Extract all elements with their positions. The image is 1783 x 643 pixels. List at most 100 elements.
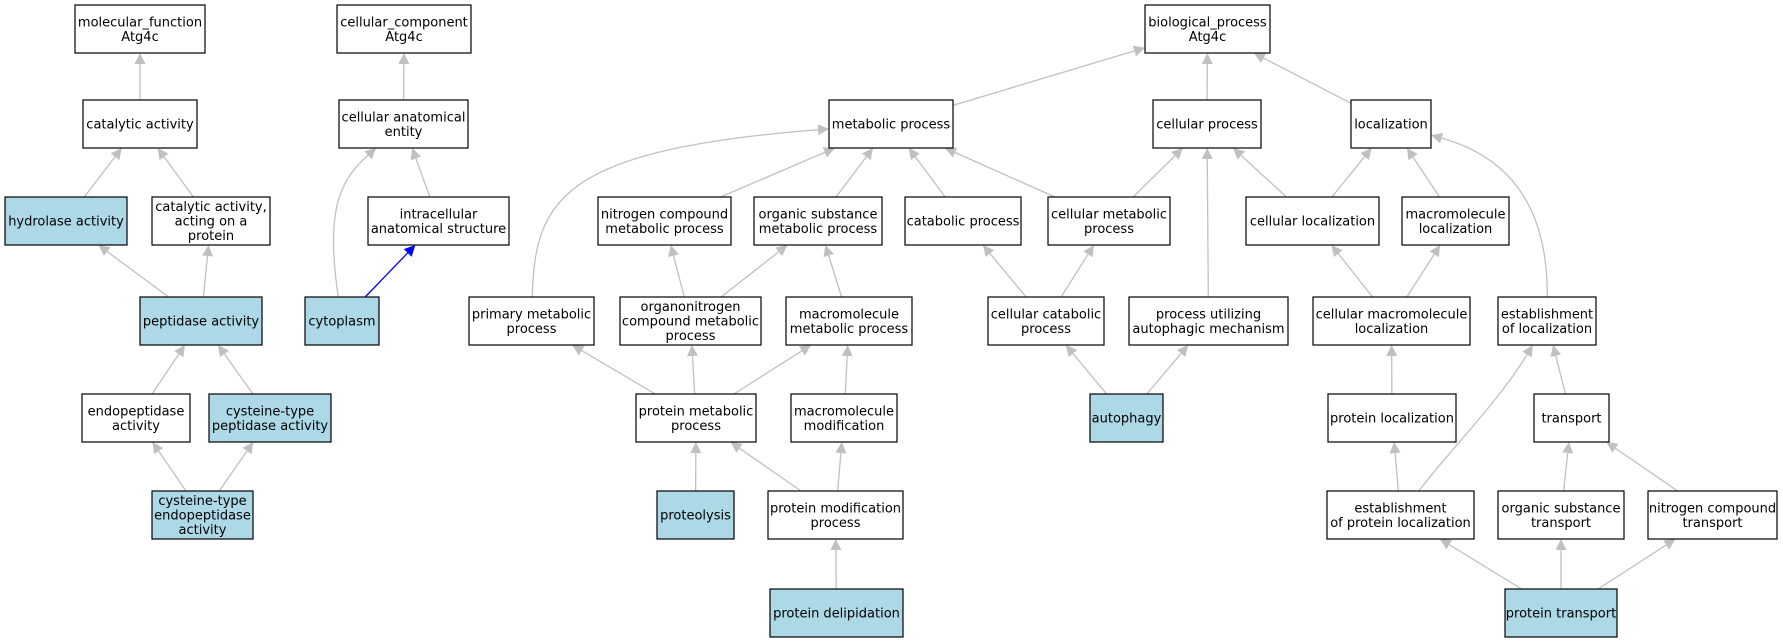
edge-line — [1331, 156, 1366, 198]
edge-cae-to-cc — [398, 53, 410, 101]
edge-line — [691, 355, 696, 395]
node-label: catalytic activity, — [155, 200, 267, 215]
edge-cat-to-mf — [134, 53, 146, 100]
edge-cml-to-mloc — [1406, 245, 1441, 298]
edge-mmp-to-osmp — [823, 245, 843, 298]
node-box — [338, 99, 469, 149]
node-label: organic substance — [1502, 501, 1621, 516]
node-met[interactable]: metabolic process — [828, 99, 954, 149]
node-box — [82, 99, 198, 149]
edge-hyd-to-cat — [83, 148, 122, 198]
node-pep[interactable]: peptidase activity — [139, 296, 263, 346]
node-label: peptidase activity — [212, 419, 329, 434]
node-label: establishment — [1354, 501, 1446, 516]
node-ploc[interactable]: protein localization — [1327, 393, 1457, 443]
node-box — [1647, 490, 1778, 540]
node-label: endopeptidase — [88, 404, 185, 419]
arrowhead-icon — [830, 539, 842, 551]
node-cell[interactable]: cellular process — [1152, 99, 1262, 149]
node-box — [1504, 588, 1618, 638]
edge-line — [1418, 354, 1528, 492]
node-label: transport — [1682, 516, 1742, 531]
node-catab[interactable]: catabolic process — [904, 196, 1022, 246]
edge-epl-to-ploc — [1389, 442, 1401, 492]
arrowhead-icon — [572, 345, 585, 356]
node-label: cellular anatomical — [342, 110, 466, 125]
node-label: metabolic process — [759, 222, 878, 237]
node-prot[interactable]: proteolysis — [656, 490, 735, 540]
arrowhead-icon — [1522, 345, 1533, 358]
edge-pdel-to-pmod — [830, 539, 842, 590]
arrowhead-icon — [822, 147, 835, 158]
arrowhead-icon — [1201, 148, 1213, 160]
node-trans[interactable]: transport — [1533, 393, 1610, 443]
node-box — [828, 99, 954, 149]
arrowhead-icon — [944, 147, 958, 158]
node-label: proteolysis — [660, 509, 731, 524]
node-ptr[interactable]: protein transport — [1504, 588, 1618, 638]
edge-line — [1132, 155, 1176, 198]
node-box — [367, 196, 510, 246]
edge-line — [163, 156, 194, 198]
node-auto[interactable]: autophagy — [1089, 393, 1164, 443]
node-hyd[interactable]: hydrolase activity — [4, 196, 128, 246]
node-box — [1401, 196, 1510, 246]
edge-line — [914, 156, 946, 198]
node-box — [1327, 393, 1457, 443]
node-label: entity — [385, 125, 423, 140]
node-label: cellular localization — [1250, 215, 1375, 230]
edge-line — [1412, 156, 1441, 198]
node-label: protein modification — [770, 501, 901, 516]
node-cyto[interactable]: cytoplasm — [304, 296, 380, 346]
node-label: cytoplasm — [308, 315, 375, 330]
edge-auto-to-puam — [1146, 345, 1189, 395]
node-label: process — [1084, 222, 1134, 237]
edge-pep-to-hyd — [98, 245, 169, 298]
node-pdel[interactable]: protein delipidation — [769, 588, 904, 638]
edge-line — [952, 50, 1135, 107]
node-box — [790, 393, 898, 443]
node-cloc[interactable]: cellular localization — [1245, 196, 1380, 246]
arrowhead-icon — [1360, 148, 1372, 161]
node-label: process utilizing — [1156, 307, 1261, 322]
node-label: cysteine-type — [226, 404, 314, 419]
edge-cyto-to-cae — [332, 148, 377, 298]
node-label: transport — [1531, 516, 1591, 531]
node-box — [767, 490, 904, 540]
edge-line — [1448, 544, 1523, 590]
node-label: metabolic process — [605, 222, 724, 237]
edge-pmod-to-prmp — [730, 442, 802, 492]
node-label: of protein localization — [1330, 516, 1471, 531]
node-cat[interactable]: catalytic activity — [82, 99, 198, 149]
arrowhead-icon — [690, 442, 702, 454]
node-label: protein localization — [1330, 412, 1454, 427]
node-loc[interactable]: localization — [1350, 99, 1432, 149]
node-box — [1312, 296, 1471, 346]
